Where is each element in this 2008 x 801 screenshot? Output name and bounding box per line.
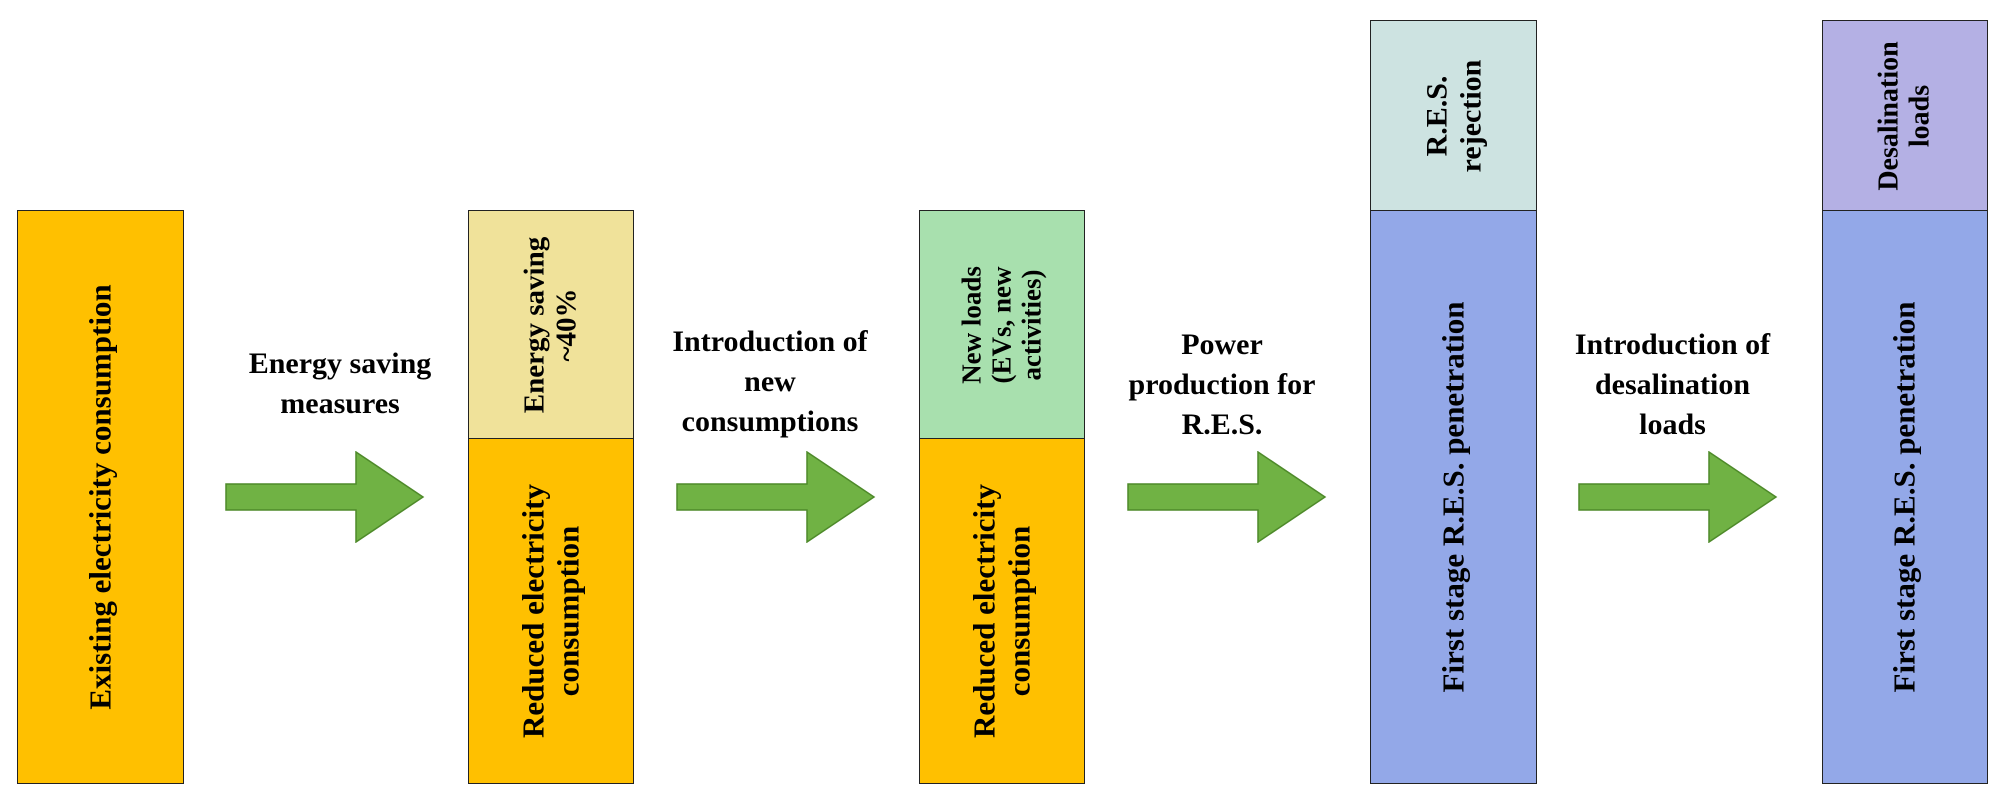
res-penetration-box: First stage R.E.S. penetration bbox=[1370, 210, 1537, 784]
new-loads-box: New loads (EVs, new activities) bbox=[919, 210, 1085, 440]
transition-label-energy-saving: Energy saving measures bbox=[248, 347, 432, 420]
transition-label-desalination: Introduction of desalination loads bbox=[1574, 328, 1771, 441]
res-penetration-label-2: First stage R.E.S. penetration bbox=[1886, 301, 1922, 693]
right-arrow-icon bbox=[1578, 451, 1778, 543]
reduced-consumption-label: Reduced electricity consumption bbox=[515, 484, 585, 738]
new-loads-label: New loads (EVs, new activities) bbox=[956, 266, 1048, 384]
right-arrow-icon bbox=[1127, 451, 1327, 543]
right-arrow-icon bbox=[225, 451, 425, 543]
transition-label-power-production: Power production for R.E.S. bbox=[1128, 328, 1316, 441]
res-penetration-box-2: First stage R.E.S. penetration bbox=[1822, 210, 1988, 784]
desalination-loads-label: Desalination loads bbox=[1873, 41, 1936, 191]
reduced-consumption-box-2: Reduced electricity consumption bbox=[919, 438, 1085, 784]
res-rejection-label: R.E.S. rejection bbox=[1419, 59, 1487, 173]
right-arrow-icon bbox=[676, 451, 876, 543]
energy-saving-label: Energy saving ~40% bbox=[518, 236, 583, 414]
res-rejection-box: R.E.S. rejection bbox=[1370, 20, 1537, 212]
transition-label-new-consumptions: Introduction of new consumptions bbox=[672, 325, 868, 438]
energy-saving-box: Energy saving ~40% bbox=[468, 210, 634, 440]
reduced-consumption-label-2: Reduced electricity consumption bbox=[966, 484, 1036, 738]
reduced-consumption-box: Reduced electricity consumption bbox=[468, 438, 634, 784]
res-penetration-label: First stage R.E.S. penetration bbox=[1435, 301, 1471, 693]
existing-consumption-label: Existing electricity consumption bbox=[82, 284, 118, 710]
existing-consumption-box: Existing electricity consumption bbox=[17, 210, 184, 784]
desalination-loads-box: Desalination loads bbox=[1822, 20, 1988, 212]
